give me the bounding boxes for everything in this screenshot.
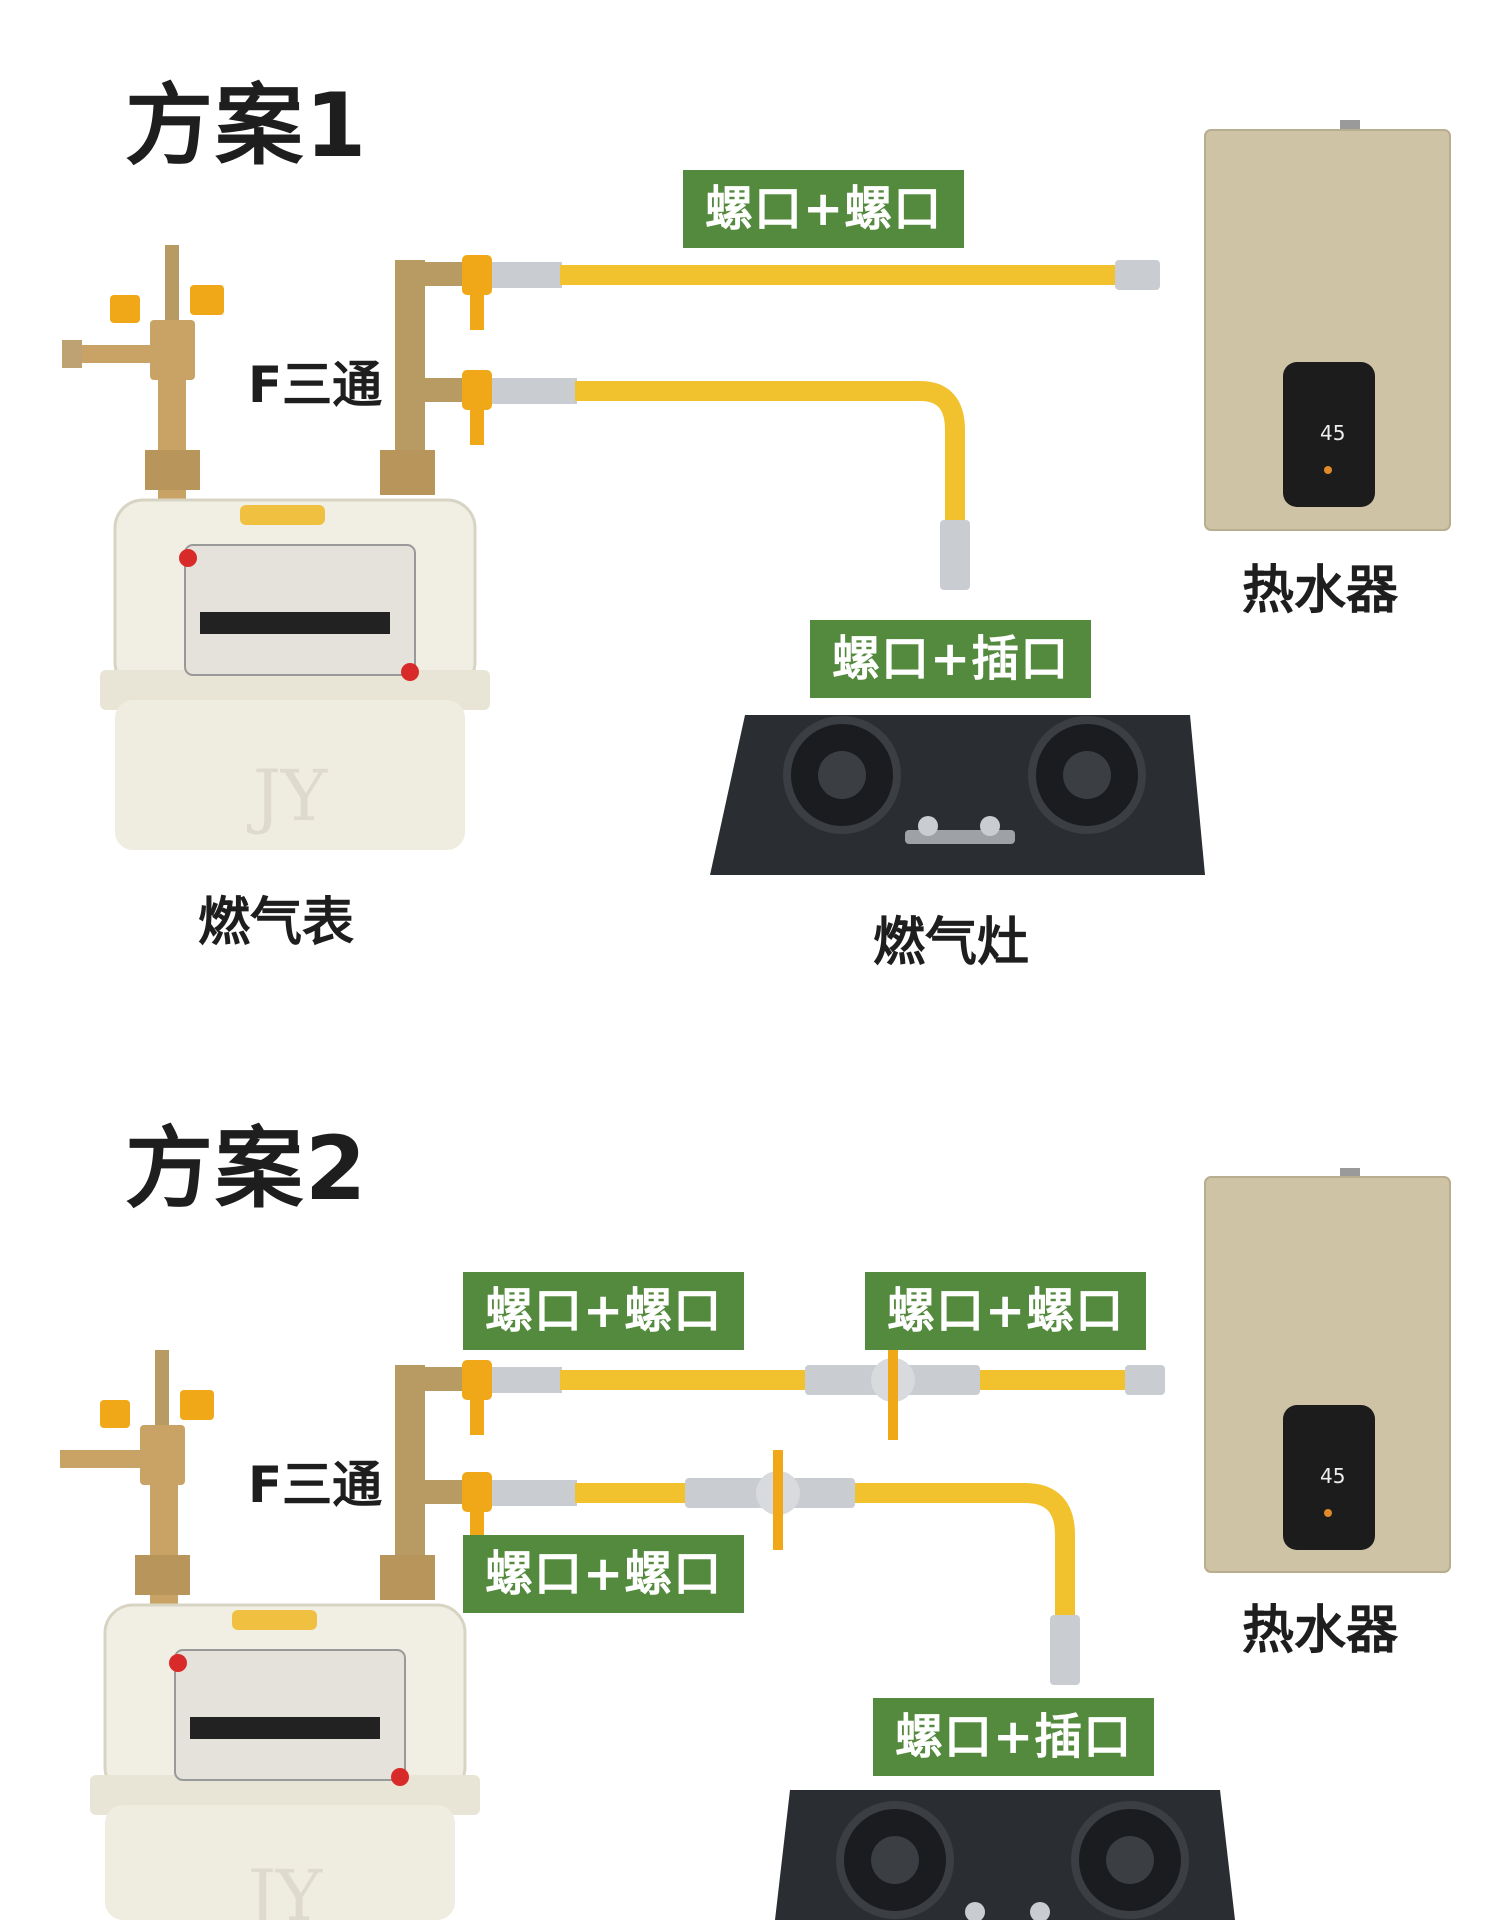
- svg-text:45: 45: [1320, 421, 1345, 445]
- hose-bottom: [575, 381, 965, 530]
- scheme-2-drawing: JY: [60, 1168, 1451, 1920]
- svg-text:JY: JY: [242, 1855, 323, 1920]
- ball-valve-icon: [805, 1340, 980, 1440]
- scheme-1-drawing: JY 45: [62, 120, 1451, 875]
- scheme-title: 方案1: [125, 74, 369, 177]
- tee-label: F三通: [248, 1456, 383, 1514]
- heater-caption: 热水器: [1242, 1601, 1399, 1661]
- connector-tag-top: 螺口+螺口: [683, 170, 965, 248]
- gas-stove-icon: [775, 1790, 1235, 1920]
- tee-valve-icon: [408, 1360, 577, 1547]
- svg-text:45: 45: [1320, 1464, 1345, 1488]
- connector-tag-top-left: 螺口+螺口: [463, 1272, 745, 1350]
- connector-tag-middle: 螺口+螺口: [463, 1535, 745, 1613]
- water-heater-icon: 45: [1204, 1168, 1451, 1573]
- gas-stove-icon: [710, 715, 1205, 875]
- scheme-title: 方案2: [125, 1117, 369, 1220]
- connector-tag-stove: 螺口+插口: [873, 1698, 1155, 1776]
- scheme-2: 方案2 JY: [0, 1040, 1500, 1920]
- tee-valve-icon: [408, 255, 577, 445]
- gas-meter-icon: JY: [62, 245, 490, 850]
- meter-caption: 燃气表: [198, 893, 355, 953]
- gas-meter-icon: JY: [60, 1350, 480, 1920]
- water-heater-icon: 45: [1204, 120, 1451, 531]
- ball-valve-icon: [685, 1450, 855, 1550]
- svg-text:JY: JY: [247, 755, 328, 837]
- stove-caption: 燃气灶: [873, 913, 1030, 973]
- hose-bottom-right: [855, 1483, 1075, 1625]
- heater-caption: 热水器: [1242, 561, 1399, 621]
- connector-tag-bottom: 螺口+插口: [810, 620, 1092, 698]
- tee-label: F三通: [248, 356, 383, 414]
- scheme-1: 方案1 JY: [62, 74, 1451, 973]
- connector-tag-top-right: 螺口+螺口: [865, 1272, 1147, 1350]
